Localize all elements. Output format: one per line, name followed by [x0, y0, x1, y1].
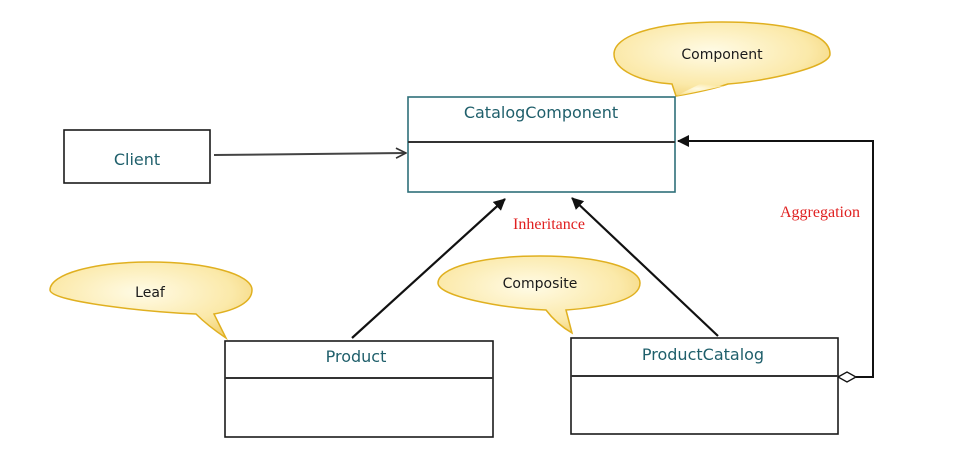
class-client[interactable]: Client: [63, 129, 211, 184]
inheritance-arrow-product: [351, 198, 506, 339]
callout-leaf: Leaf: [49, 261, 253, 341]
class-catalog-component[interactable]: CatalogComponent: [407, 96, 676, 193]
callout-bubble: [49, 261, 253, 341]
callout-component: Component: [613, 21, 831, 97]
label-inheritance: Inheritance: [513, 216, 585, 233]
aggregation-diamond-icon: [836, 371, 858, 383]
class-name-product-catalog: ProductCatalog: [642, 345, 764, 364]
callout-composite: Composite: [437, 255, 641, 335]
callout-bubble: [613, 21, 831, 97]
callout-label-leaf: Leaf: [135, 285, 166, 301]
class-product[interactable]: Product: [224, 340, 494, 438]
callout-label-component: Component: [681, 47, 763, 63]
class-product-catalog[interactable]: ProductCatalog: [570, 337, 839, 435]
association-arrow: [213, 153, 406, 155]
inheritance-arrow-productcatalog: [571, 197, 719, 337]
callout-bubble: [437, 255, 641, 335]
aggregation-line: [677, 135, 874, 378]
class-name-catalog-component: CatalogComponent: [464, 103, 618, 122]
label-aggregation: Aggregation: [780, 204, 860, 221]
class-name-product: Product: [326, 347, 387, 366]
class-name-client: Client: [114, 150, 160, 169]
callout-label-composite: Composite: [503, 276, 578, 292]
